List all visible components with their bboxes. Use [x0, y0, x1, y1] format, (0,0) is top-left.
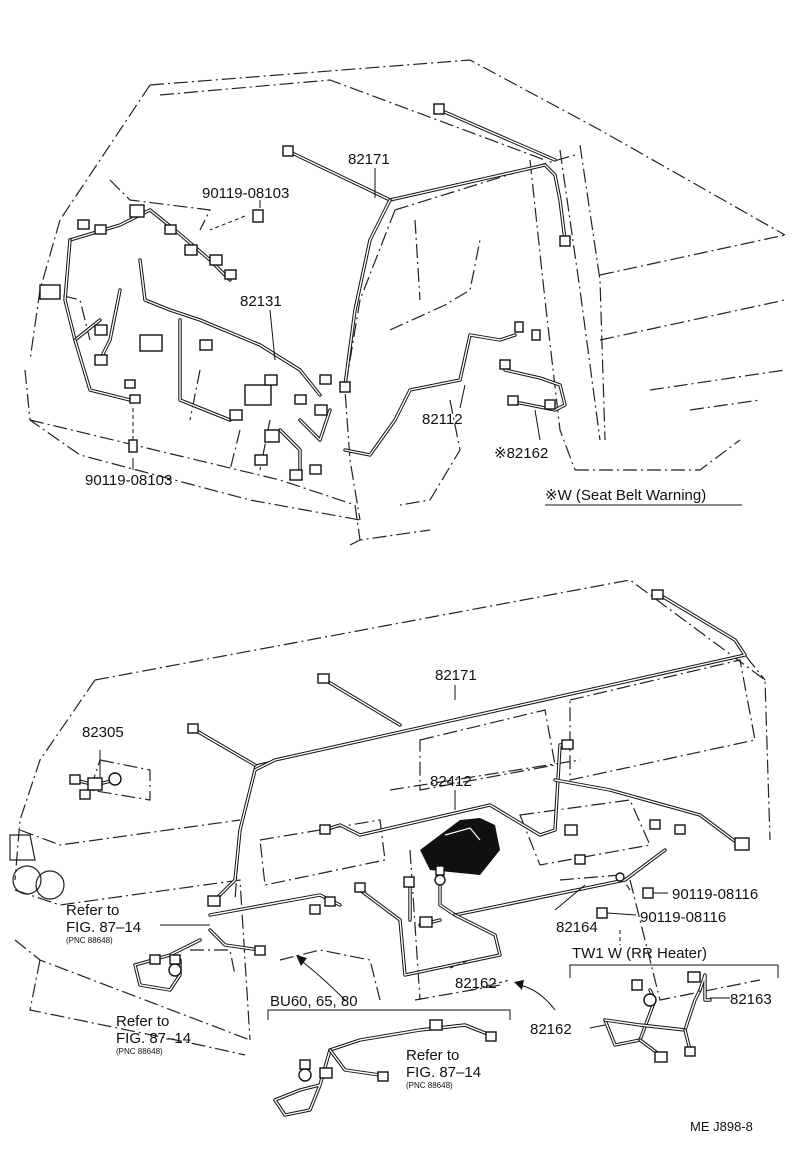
bolt-icon: [128, 405, 138, 453]
ref-note-3-line2: FIG. 87–14: [406, 1064, 481, 1081]
top-harness-82112: [343, 321, 541, 457]
label-82131: 82131: [240, 293, 282, 310]
ref-note-1-pnc: (PNC 88648): [66, 936, 113, 945]
bottom-harness-82162: [354, 876, 502, 977]
label-82164: 82164: [556, 919, 598, 936]
note-seat-belt-warning: ※W (Seat Belt Warning): [545, 487, 706, 504]
headlight: [35, 870, 65, 900]
bottom-harness-82171: [187, 589, 747, 907]
label-82162-top: ※82162: [494, 445, 548, 462]
connector: [339, 381, 351, 393]
label-82171-top: 82171: [348, 151, 390, 168]
arrow-icon: [296, 955, 346, 1001]
bolt-icon: [209, 209, 264, 231]
label-82171-bottom: 82171: [435, 667, 477, 684]
ref-note-1-line2: FIG. 87–14: [66, 919, 141, 936]
bottom-harness-front: [133, 893, 342, 992]
note-tw1-rr-heater: TW1 W (RR Heater): [572, 945, 707, 962]
figure-code: ME J898-8: [690, 1119, 753, 1134]
label-82162-left: 82162: [530, 1021, 572, 1038]
connector: [282, 145, 294, 157]
label-90119-08103-upper: 90119-08103: [202, 185, 289, 202]
bottom-harness-82412: [319, 739, 750, 865]
top-harness-82171: [282, 103, 571, 393]
label-82305: 82305: [82, 724, 124, 741]
label-90119-08116-b: 90119-08116: [640, 909, 726, 926]
ref-note-2-line1: Refer to: [116, 1013, 169, 1030]
detail-harness-tw1: [603, 971, 712, 1063]
note-bu60-65-80: BU60, 65, 80: [270, 993, 358, 1010]
ref-note-1-line1: Refer to: [66, 902, 119, 919]
label-82163: 82163: [730, 991, 772, 1008]
label-90119-08116-a: 90119-08116: [672, 886, 758, 903]
detail-harness-bu60: [273, 1019, 497, 1117]
connector: [433, 103, 445, 115]
bottom-harness-82305: [69, 772, 122, 800]
label-82162-mid: 82162: [455, 975, 497, 992]
label-90119-08103-lower: 90119-08103: [85, 472, 172, 489]
ref-note-3-line1: Refer to: [406, 1047, 459, 1064]
label-82412: 82412: [430, 773, 472, 790]
top-harness-82131: [39, 204, 332, 481]
heater-unit: [420, 818, 500, 875]
label-82112: 82112: [422, 411, 463, 428]
arrow-icon: [514, 980, 556, 1011]
connector: [559, 235, 571, 247]
top-harness-82162: [499, 359, 567, 412]
bottom-vehicle-body: [9, 579, 771, 1056]
ref-note-2-line2: FIG. 87–14: [116, 1030, 191, 1047]
ref-note-2-pnc: (PNC 88648): [116, 1047, 163, 1056]
headlight: [12, 865, 42, 895]
ref-note-3-pnc: (PNC 88648): [406, 1081, 453, 1090]
